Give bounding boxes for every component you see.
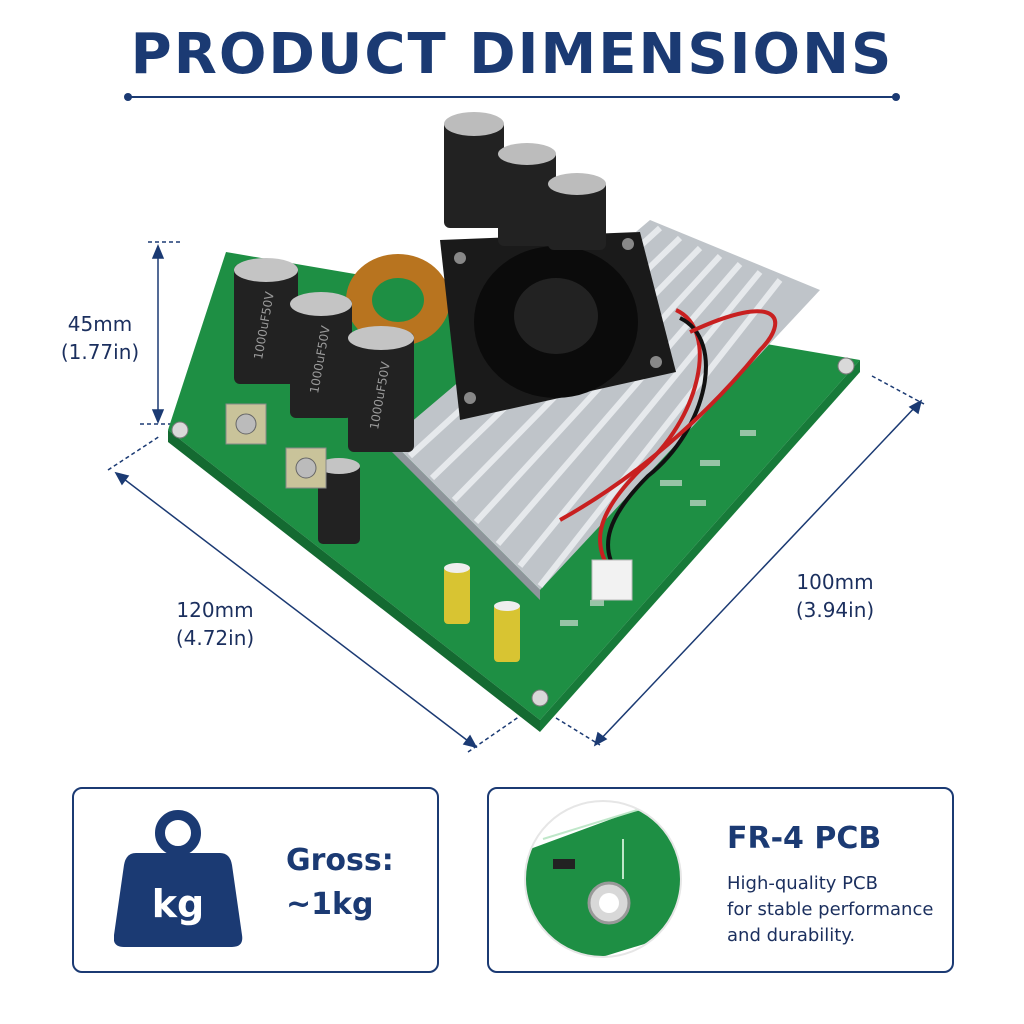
toroid-inductor	[346, 254, 450, 346]
title-divider	[124, 93, 900, 101]
width-dimension-line	[555, 375, 925, 747]
gross-value: ~1kg	[286, 887, 374, 922]
capacitors-front	[234, 258, 414, 544]
length-mm: 120mm	[176, 598, 254, 622]
height-mm: 45mm	[67, 312, 133, 336]
terminal-blocks	[225, 403, 327, 489]
length-dimension-line	[107, 435, 521, 753]
pcb-desc-line: for stable performance	[727, 899, 934, 920]
cooling-fan	[440, 232, 676, 420]
page-title: PRODUCT DIMENSIONS	[130, 22, 894, 87]
width-in: (3.94in)	[795, 598, 875, 622]
fan-connector	[591, 559, 633, 601]
pcb-closeup-image	[524, 800, 682, 958]
length-dimension-label: 120mm (4.72in)	[150, 596, 280, 652]
width-mm: 100mm	[796, 570, 874, 594]
height-in: (1.77in)	[60, 340, 140, 364]
fan-wires	[559, 308, 778, 576]
weight-icon-label: kg	[152, 882, 204, 926]
length-in: (4.72in)	[175, 626, 255, 650]
pcb-desc-line: and durability.	[727, 925, 856, 946]
product-illustration: 1000uF50V 1000uF50V 1000uF50V	[107, 112, 925, 753]
weight-card: kg Gross: ~1kg	[72, 787, 439, 973]
height-dimension-label: 45mm (1.77in)	[40, 310, 160, 366]
weight-icon: kg	[114, 810, 243, 947]
width-dimension-label: 100mm (3.94in)	[770, 568, 900, 624]
pcb-description: High-quality PCB for stable performance …	[727, 871, 933, 949]
height-dimension-line	[140, 241, 182, 425]
capacitors-back	[444, 112, 606, 250]
pcb-card: FR-4 PCB High-quality PCB for stable per…	[487, 787, 954, 973]
pcb-desc-line: High-quality PCB	[727, 873, 878, 894]
gross-weight: Gross: ~1kg	[286, 839, 394, 927]
pcb-title: FR-4 PCB	[727, 821, 882, 856]
small-capacitors	[444, 563, 520, 662]
gross-label: Gross:	[286, 843, 394, 878]
